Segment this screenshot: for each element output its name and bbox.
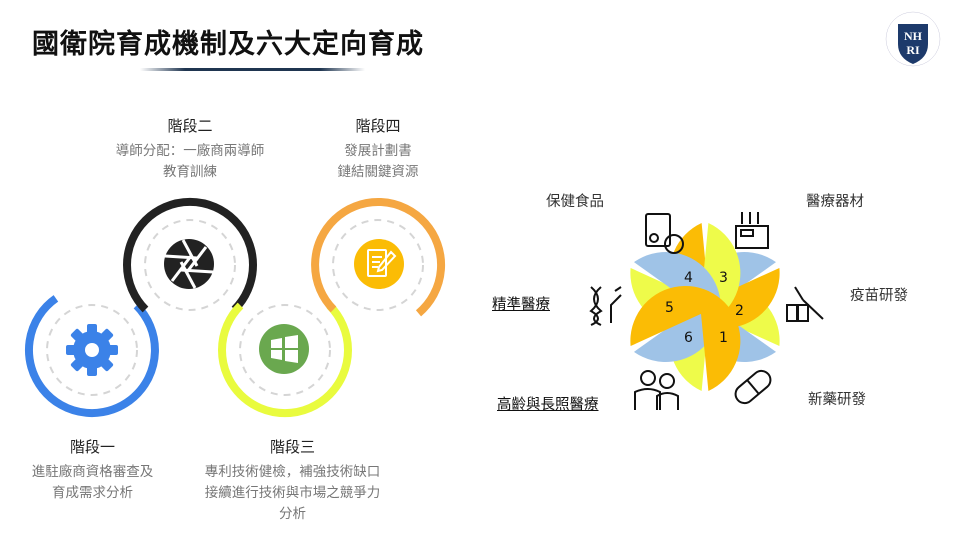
stage-heading: 階段一 [69,438,115,456]
medical-device-icon [735,212,769,249]
petal-label-1: 新藥研發 [808,392,866,408]
dashed-ring [239,304,331,396]
svg-text:RI: RI [906,43,920,57]
petal-number: 3 [719,270,728,286]
stage-line: 教育訓練 [163,164,217,180]
petal-number: 5 [665,300,674,316]
stage-4: 階段四 發展計劃書 鏈結關鍵資源 [318,116,438,183]
petal-label-6[interactable]: 高齡與長照醫療 [497,397,599,413]
dashed-ring [332,219,424,311]
aperture-icon [164,239,214,289]
title-underline [140,68,365,71]
petal-label-2: 疫苗研發 [850,288,908,304]
stage-line: 育成需求分析 [52,485,133,501]
stage3-arc [218,302,352,418]
stage-heading: 階段四 [355,117,401,135]
stage-line: 接續進行技術與市場之競爭力 [204,485,381,501]
petal-number: 1 [719,330,728,346]
petal-number: 4 [684,270,693,286]
pill-icon [734,369,772,405]
stage-3: 階段三 專利技術健檢，補強技術缺口 接續進行技術與市場之競爭力 分析 [185,437,400,525]
vaccine-icon [786,286,824,322]
stage-2: 階段二 導師分配：一廠商兩導師 教育訓練 [95,116,285,183]
svg-text:NH: NH [904,29,923,43]
stage-heading: 階段二 [167,117,213,135]
stage-line: 鏈結關鍵資源 [337,164,419,180]
petal-6 [630,285,741,391]
petal-number: 6 [684,330,693,346]
stage4-arc [311,198,446,317]
page-title: 國衛院育成機制及六大定向育成 [32,29,424,60]
stage-heading: 階段三 [269,438,315,456]
health-food-icon [645,213,684,254]
petal-number: 2 [735,303,744,319]
dashed-ring [46,304,138,396]
windows-icon [259,324,309,374]
stage-line: 發展計劃書 [344,143,412,159]
petal-label-4: 保健食品 [546,194,604,210]
stage-line: 進駐廠商資格審查及 [31,464,154,480]
stage2-arc [123,197,257,313]
gear-icon [66,324,118,376]
stage-1: 階段一 進駐廠商資格審查及 育成需求分析 [20,437,165,504]
petal-label-5[interactable]: 精準醫療 [492,297,550,313]
dna-icon [589,286,622,326]
petal-5 [634,252,721,362]
stage-line: 導師分配：一廠商兩導師 [115,143,265,159]
stage-line: 分析 [279,506,306,522]
stage-line: 專利技術健檢，補強技術缺口 [204,464,381,480]
stage1-arc [24,295,159,418]
petal-label-3: 醫療器材 [806,194,864,210]
nhri-logo: NH RI [885,11,941,67]
document-pen-icon [354,239,404,289]
dashed-ring [144,219,236,311]
elderly-icon [634,370,679,410]
